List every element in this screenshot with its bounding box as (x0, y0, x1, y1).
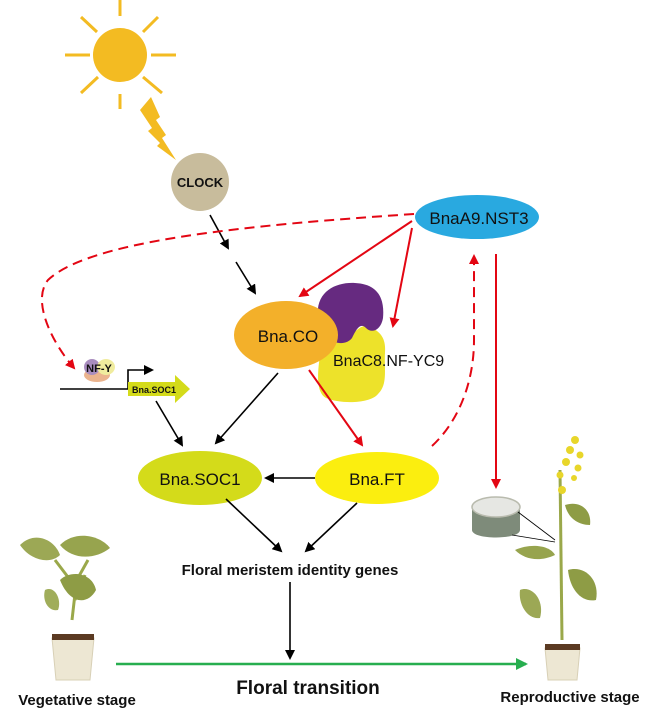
nst3-label: BnaA9.NST3 (429, 209, 528, 228)
ft-label: Bna.FT (349, 470, 405, 489)
soc1-promoter-construct: Bna.SOC1 NF-Y (60, 359, 190, 403)
ft-node: Bna.FT (315, 452, 439, 504)
co-node: Bna.CO (234, 301, 338, 369)
stem-cross-section-icon (471, 496, 556, 543)
arrow-clock-to-co-2 (235, 261, 257, 295)
floral-transition-label: Floral transition (236, 678, 380, 699)
clock-label: CLOCK (177, 175, 224, 190)
dashed-arrow-nst3-to-nfy (40, 213, 415, 370)
nfyc9-label: BnaC8.NF-YC9 (333, 353, 444, 370)
nst3-node: BnaA9.NST3 (415, 195, 539, 239)
arrow-nst3-to-co (298, 220, 413, 298)
plant-reproductive-icon (515, 436, 597, 681)
soc1-gene-arrow (128, 375, 190, 403)
clock-node: CLOCK (171, 153, 229, 211)
nfy-label: NF-Y (86, 363, 112, 375)
nf-y-complex-icon: NF-Y (84, 359, 115, 382)
lightning-icon (140, 97, 176, 160)
sun-icon (65, 0, 176, 109)
arrow-soc1-to-fmi (225, 498, 283, 553)
soc1-node: Bna.SOC1 (138, 451, 262, 505)
arrow-ft-to-fmi (304, 502, 358, 553)
reproductive-stage-label: Reproductive stage (500, 689, 639, 706)
arrow-promoter-to-soc1 (155, 400, 184, 447)
soc1-label: Bna.SOC1 (159, 470, 240, 489)
arrow-co-to-ft (308, 369, 364, 447)
fmi-label: Floral meristem identity genes (182, 562, 399, 579)
co-label: Bna.CO (258, 327, 318, 346)
soc1-gene-label: Bna.SOC1 (132, 385, 176, 395)
vegetative-stage-label: Vegetative stage (18, 692, 136, 709)
arrow-nst3-to-nfyc9 (389, 227, 413, 328)
dashed-arrow-ft-to-nst3 (431, 254, 479, 447)
arrow-co-to-soc1 (214, 372, 279, 445)
plant-vegetative-icon (20, 535, 110, 681)
